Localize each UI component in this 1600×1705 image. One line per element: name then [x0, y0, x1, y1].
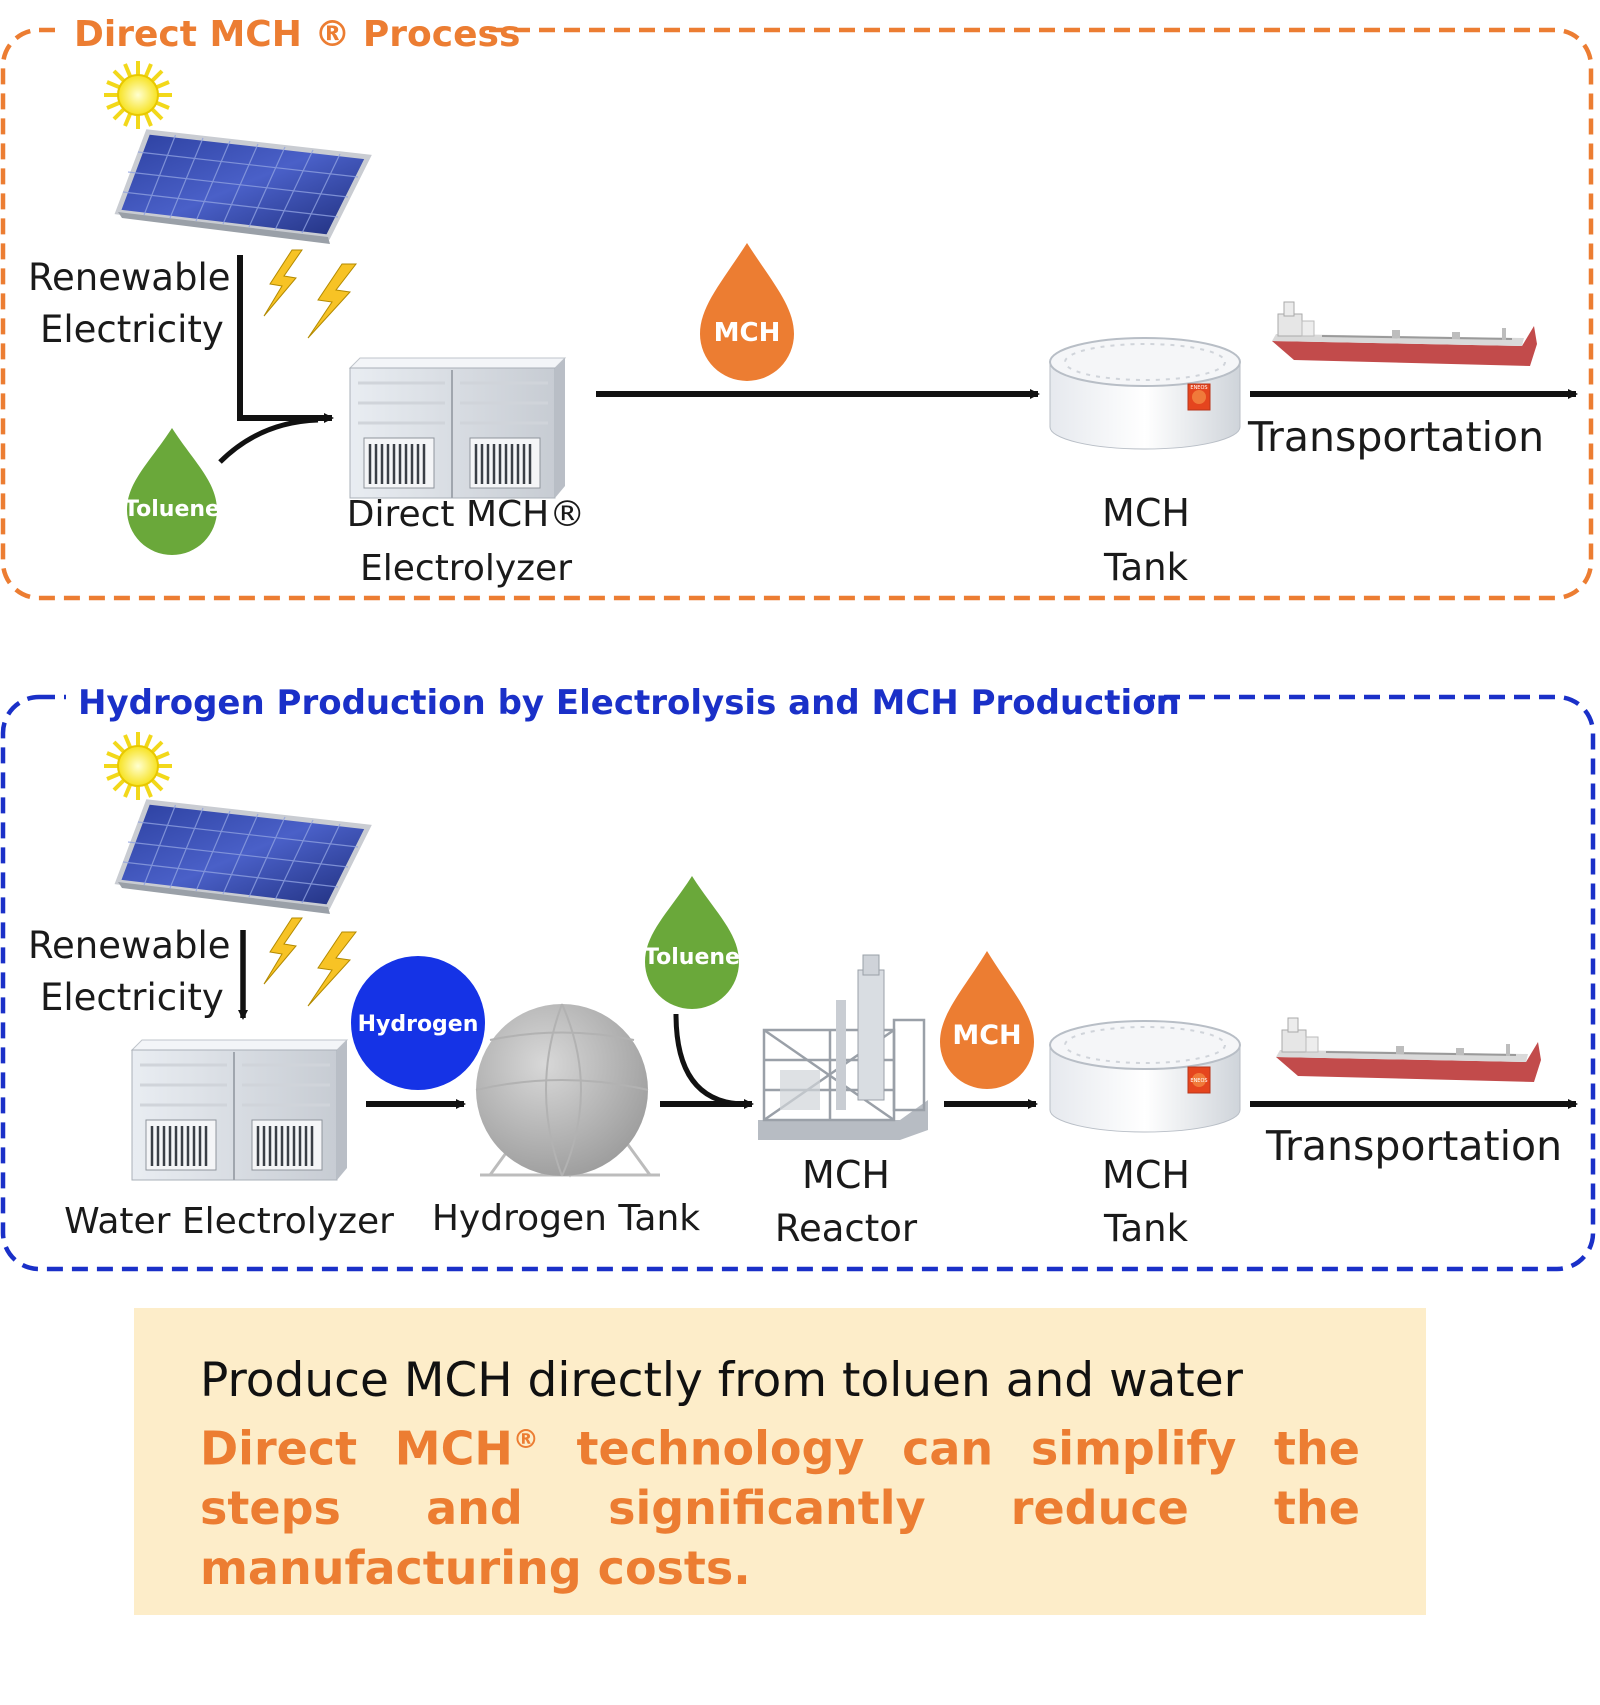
top-mch-drop	[700, 243, 794, 381]
reactor-label-2: Reactor	[775, 1207, 918, 1250]
solar-panel-icon	[118, 132, 368, 244]
hydrogen-tank-label: Hydrogen Tank	[432, 1198, 700, 1239]
direct-mch-electrolyzer-icon	[348, 356, 567, 500]
summary-box: Produce MCH directly from toluen and wat…	[134, 1308, 1426, 1615]
bottom-toluene-drop	[645, 876, 739, 1009]
bottom-tank-label-1: MCH	[1102, 1153, 1190, 1197]
summary-highlight-rest: technology can simplify the steps and si…	[200, 1421, 1360, 1596]
summary-highlight: Direct MCH® technology can simplify the …	[200, 1410, 1360, 1598]
top-renewable-label-1: Renewable	[28, 256, 231, 299]
solar-panel-icon	[118, 802, 368, 914]
reactor-label-1: MCH	[802, 1153, 890, 1197]
top-mch-tank-icon	[1049, 337, 1241, 450]
toluene-feed-arrow	[673, 1013, 741, 1107]
bottom-renewable-label-2: Electricity	[40, 976, 224, 1019]
water-electrolyzer-icon	[130, 1038, 349, 1182]
lightning-icon	[263, 917, 357, 1007]
hydrogen-badge	[351, 956, 485, 1090]
bottom-transportation-label: Transportation	[1265, 1122, 1562, 1170]
sun-icon	[102, 730, 174, 802]
registered-mark: ®	[512, 1425, 539, 1455]
top-renewable-label-2: Electricity	[40, 308, 224, 351]
top-toluene-arrow	[218, 417, 319, 464]
hydrogen-tank-sphere	[475, 1003, 660, 1178]
water-electrolyzer-label: Water Electrolyzer	[64, 1201, 394, 1242]
mch-reactor-icon	[758, 954, 928, 1140]
top-transportation-label: Transportation	[1247, 413, 1544, 461]
lightning-icon	[263, 249, 357, 339]
bottom-toluene-label: Toluene	[644, 945, 740, 970]
top-electrolyzer-label-1: Direct MCH®	[347, 494, 586, 535]
top-electricity-arrow	[237, 255, 334, 423]
bottom-panel-title: Hydrogen Production by Electrolysis and …	[78, 683, 1180, 723]
summary-line-1: Produce MCH directly from toluen and wat…	[200, 1353, 1243, 1408]
hydrogen-badge-label: Hydrogen	[358, 1012, 479, 1037]
top-tank-label-2: Tank	[1103, 546, 1189, 589]
bottom-tank-label-2: Tank	[1103, 1207, 1189, 1250]
top-toluene-label: Toluene	[124, 497, 220, 522]
top-electrolyzer-label-2: Electrolyzer	[360, 548, 572, 589]
top-panel-border	[0, 27, 1594, 601]
bottom-tank-logo: ENEOS	[1190, 1078, 1207, 1084]
top-tank-label-1: MCH	[1102, 491, 1190, 535]
bottom-mch-drop-label: MCH	[952, 1020, 1021, 1051]
bottom-renewable-label-1: Renewable	[28, 924, 231, 967]
summary-highlight-prefix: Direct MCH	[200, 1421, 513, 1476]
top-mch-drop-label: MCH	[714, 318, 781, 348]
bottom-tanker-ship-icon	[1275, 1017, 1542, 1083]
top-toluene-drop	[127, 428, 217, 555]
sun-icon	[102, 59, 174, 131]
bottom-mch-tank-icon	[1049, 1020, 1241, 1133]
bottom-mch-drop	[940, 951, 1034, 1089]
top-panel-title: Direct MCH ® Process	[74, 14, 520, 55]
top-tank-logo: ENEOS	[1190, 385, 1207, 391]
top-tanker-ship-icon	[1271, 301, 1538, 367]
